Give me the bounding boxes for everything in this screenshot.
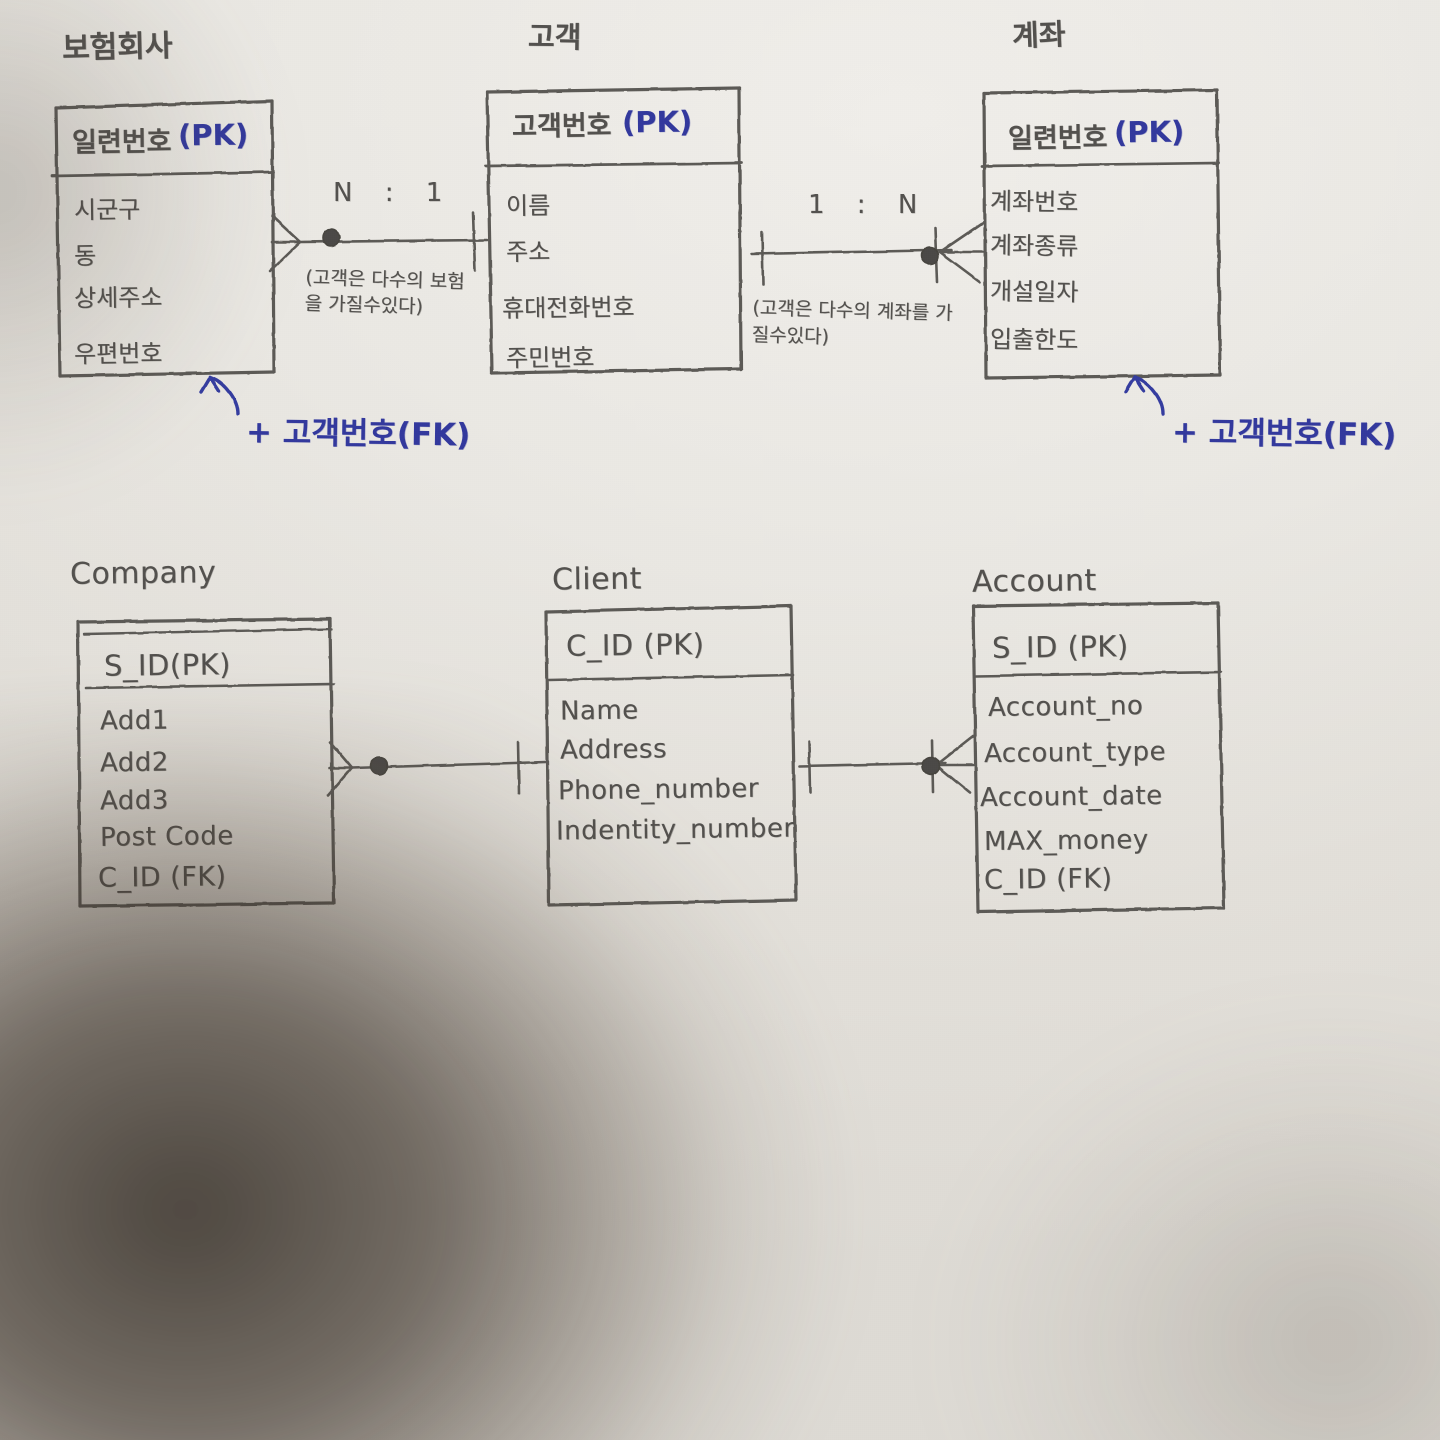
entity-pk-tag-customer: (PK) [621,104,693,140]
entity-pk-account-en: S_ID (PK) [991,629,1129,665]
entity-attr-company-en-2: Add3 [99,785,170,817]
fk-arrow-right [1124,375,1165,416]
entity-title-client-en: Client [551,561,643,598]
entity-attr-client-en-2: Phone_number [557,773,760,807]
entity-attr-account-en-2: Account_date [979,780,1163,814]
cardinality-label-company-customer: N : 1 [333,178,455,208]
entity-attr-insurance-company-1: 동 [73,241,97,271]
entity-box-insurance-company [50,99,276,378]
entity-attr-client-en-1: Address [559,734,668,766]
entity-attr-insurance-company-2: 상세주소 [73,283,163,313]
entity-attr-account-en-1: Account_type [983,736,1167,770]
entity-attr-customer-0: 이름 [505,191,551,221]
entity-attr-company-en-0: Add1 [99,705,170,737]
entity-attr-insurance-company-0: 시군구 [73,195,141,225]
entity-pk-tag-account: (PK) [1113,114,1185,150]
entity-pk-insurance-company: 일련번호 [71,126,172,159]
entity-title-company-en: Company [69,555,217,592]
entity-pk-tag-insurance-company: (PK) [177,117,249,153]
entity-attr-customer-1: 주소 [505,237,551,267]
entity-title-account-en: Account [971,563,1097,600]
relationship-line-customer-account [750,220,986,287]
cardinality-label-customer-account: 1 : N [808,190,930,220]
entity-attr-account-0: 계좌번호 [989,187,1079,217]
entity-attr-customer-3: 주민번호 [505,343,595,373]
relationship-note-customer-account: (고객은 다수의 계좌를 가질수있다) [751,297,953,348]
entity-attr-company-en-1: Add2 [99,747,170,779]
entity-pk-company-en: S_ID(PK) [103,647,232,683]
entity-attr-account-2: 개설일자 [989,277,1079,307]
relationship-node-dot-right [920,246,940,266]
entity-attr-account-en-3: MAX_money [983,824,1149,858]
entity-box-account-en [971,601,1226,914]
entity-pk-client-en: C_ID (PK) [565,627,705,663]
fk-note-account: + 고객번호(FK) [1171,414,1397,454]
fk-note-insurance-company: + 고객번호(FK) [245,414,471,454]
relationship-node-dot-left [321,228,341,248]
entity-attr-company-en-4: C_ID (FK) [97,861,227,894]
fk-arrow-left [199,375,240,416]
relationship-node-dot-right-en [921,756,941,776]
entity-pk-customer: 고객번호 [511,110,612,143]
entity-title-customer: 고객 [527,19,582,55]
entity-pk-account: 일련번호 [1007,122,1108,155]
entity-attr-account-3: 입출한도 [989,325,1079,355]
entity-attr-account-en-0: Account_no [987,691,1144,723]
entity-attr-account-1: 계좌종류 [989,231,1079,261]
relationship-note-company-customer: (고객은 다수의 보험을 가질수있다) [304,266,466,318]
entity-attr-customer-2: 휴대전화번호 [501,293,635,323]
entity-box-account [980,88,1222,380]
entity-title-account: 계좌 [1011,16,1067,54]
entity-attr-company-en-3: Post Code [99,821,234,853]
entity-attr-client-en-3: Indentity_number [555,813,795,847]
entity-box-customer [483,86,744,375]
entity-attr-insurance-company-3: 우편번호 [73,339,163,369]
entity-title-insurance-company: 보험회사 [61,28,173,67]
entity-attr-client-en-0: Name [559,695,639,727]
entity-attr-account-en-4: C_ID (FK) [983,863,1113,896]
